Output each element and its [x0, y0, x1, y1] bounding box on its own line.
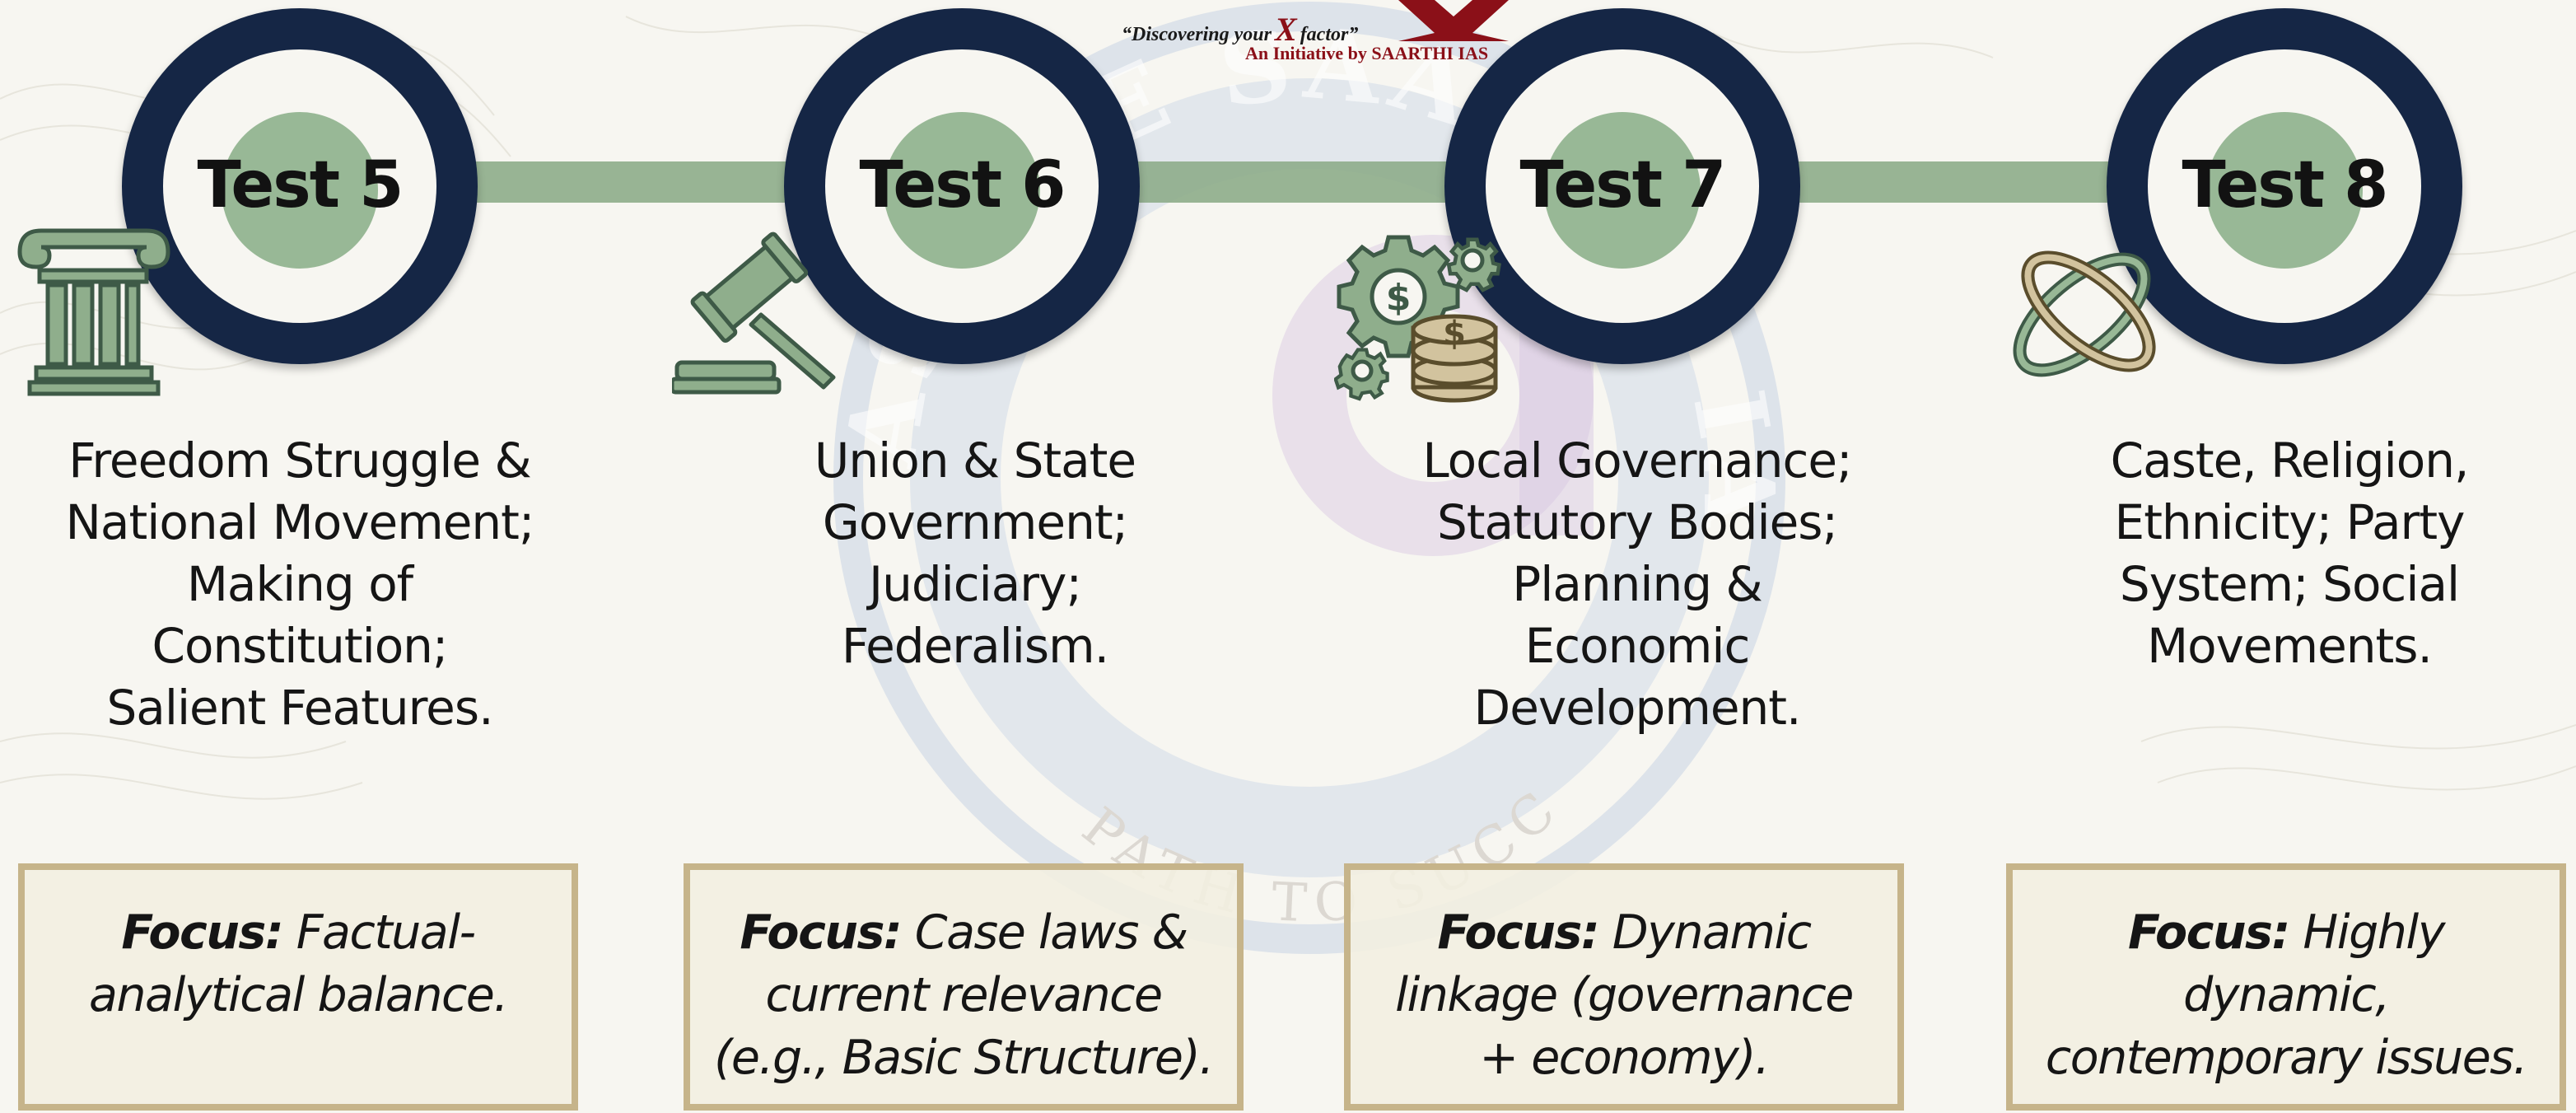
focus-prefix: Focus: [2128, 905, 2290, 960]
test-8-topics: Caste, Religion, Ethnicity; Party System… [2110, 433, 2470, 674]
focus-text: Focus: Case laws & current relevance (e.… [714, 905, 1214, 1085]
focus-text: Focus: Highly dynamic, contemporary issu… [2045, 905, 2528, 1085]
svg-text:$: $ [1386, 277, 1412, 319]
test-8-node: Test 8 [2107, 8, 2462, 364]
test-5-node: Test 5 [122, 8, 478, 364]
tagline-after: factor” [1300, 24, 1359, 45]
test-5-topics: Freedom Struggle & National Movement; Ma… [65, 433, 535, 736]
timeline-bar [296, 161, 2273, 203]
test-7-focus-box: Focus: Dynamic linkage (governance + eco… [1344, 863, 1904, 1111]
focus-text: Focus: Dynamic linkage (governance + eco… [1395, 905, 1854, 1085]
gear-coins-icon: $ $ [1334, 235, 1501, 403]
interlocked-rings-icon [2013, 250, 2156, 377]
test-6-topics: Union & State Government; Judiciary; Fed… [814, 433, 1136, 674]
test-6-node: Test 6 [784, 8, 1140, 364]
focus-text: Focus: Factual- analytical balance. [89, 905, 509, 1022]
test-7-label: Test 7 [1519, 148, 1727, 222]
brand-x-logo [1398, 0, 1509, 41]
initiative-text: An Initiative by SAARTHI IAS [1245, 43, 1489, 63]
pillar-icon [17, 228, 170, 396]
test-7-node: Test 7 [1444, 8, 1800, 364]
test-8-label: Test 8 [2182, 148, 2389, 222]
tagline-before: “Discovering your [1122, 24, 1272, 45]
svg-text:$: $ [1443, 315, 1466, 353]
tagline-x-mark: X [1275, 11, 1297, 48]
test-6-focus-box: Focus: Case laws & current relevance (e.… [684, 863, 1244, 1111]
test-7-topics: Local Governance; Statutory Bodies; Plan… [1422, 433, 1852, 736]
test-6-label: Test 6 [859, 148, 1066, 222]
test-5-label: Test 5 [197, 148, 404, 222]
gavel-icon [672, 231, 836, 395]
test-5-focus-box: Focus: Factual- analytical balance. [18, 863, 578, 1111]
focus-prefix: Focus: [740, 905, 902, 960]
focus-prefix: Focus: [121, 905, 283, 960]
test-8-focus-box: Focus: Highly dynamic, contemporary issu… [2006, 863, 2566, 1111]
focus-prefix: Focus: [1437, 905, 1599, 960]
